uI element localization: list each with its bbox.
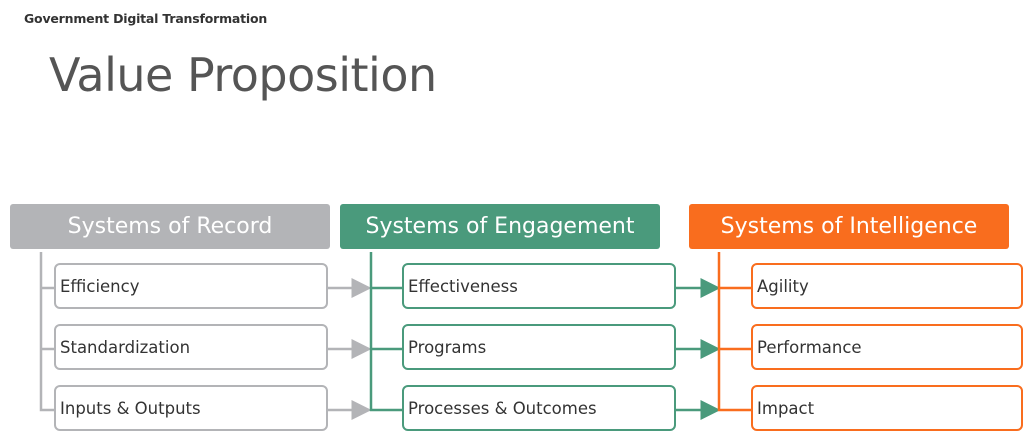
item-performance: Performance (751, 324, 1023, 370)
item-efficiency: Efficiency (54, 263, 328, 309)
systems-of-intelligence-header: Systems of Intelligence (689, 204, 1009, 249)
item-programs: Programs (402, 324, 676, 370)
item-standardization: Standardization (54, 324, 328, 370)
page-title: Value Proposition (49, 48, 437, 102)
item-impact: Impact (751, 385, 1023, 431)
item-effectiveness: Effectiveness (402, 263, 676, 309)
item-processes-outcomes: Processes & Outcomes (402, 385, 676, 431)
intelligence-connectors (717, 252, 752, 412)
item-agility: Agility (751, 263, 1023, 309)
systems-of-record-header: Systems of Record (10, 204, 330, 249)
record-connectors (39, 252, 372, 420)
engagement-connectors (369, 252, 721, 420)
item-inputs-outputs: Inputs & Outputs (54, 385, 328, 431)
systems-of-engagement-header: Systems of Engagement (340, 204, 660, 249)
deck-subtitle: Government Digital Transformation (24, 11, 268, 26)
